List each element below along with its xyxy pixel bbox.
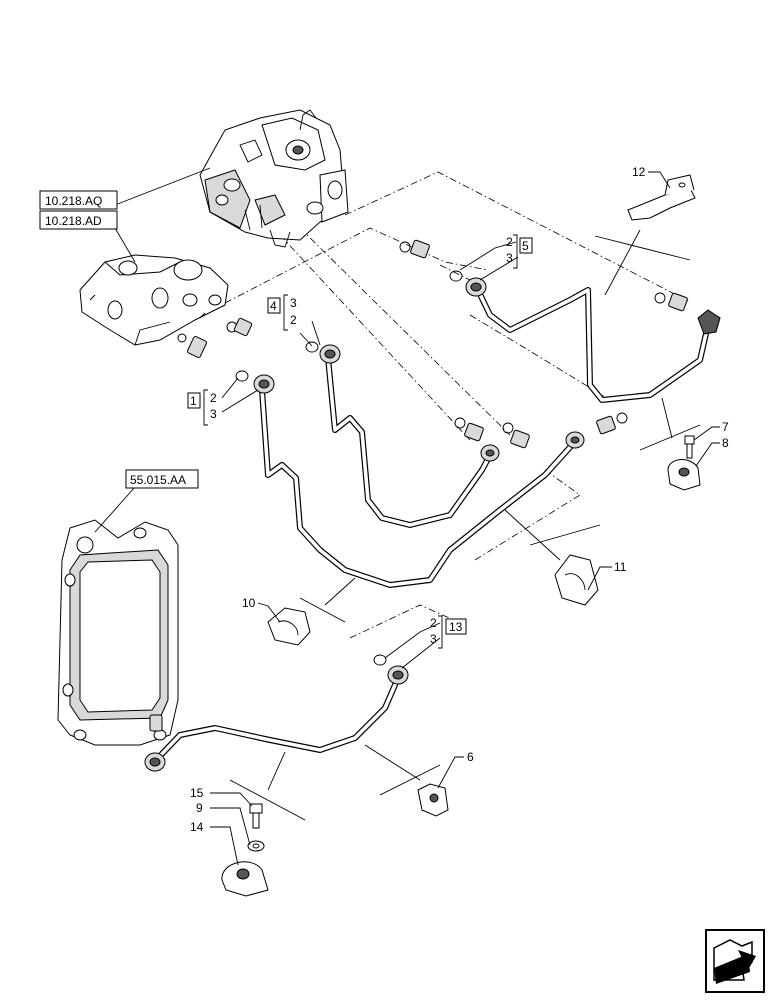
callout-1-item-3: 3 [210,407,217,421]
engine-control-unit [57,519,179,746]
reference-labels: 10.218.AQ 10.218.AD 55.015.AA [39,190,199,489]
clamps-and-hardware [221,174,701,897]
callout-9: 9 [196,801,203,815]
callout-5: 5 [522,239,529,253]
ref-10-218-ad: 10.218.AD [45,214,102,228]
callout-14: 14 [190,820,204,834]
ref-55-015-aa: 55.015.AA [130,473,186,487]
callout-13-item-3: 3 [430,632,437,646]
callout-4-item-3: 3 [290,296,297,310]
part-callouts: 1 2 3 4 3 2 2 3 5 2 3 13 6 7 8 9 10 11 1… [187,165,729,834]
callout-13: 13 [449,620,463,634]
callout-11: 11 [614,560,627,574]
callout-5-item-2: 2 [506,235,513,249]
callout-4: 4 [270,299,277,313]
callout-10: 10 [242,596,256,610]
callout-15: 15 [190,786,204,800]
callout-12: 12 [632,165,646,179]
callout-6: 6 [467,750,474,764]
tube-fittings [144,239,721,772]
ref-10-218-aq: 10.218.AQ [45,194,102,208]
callout-1-item-2: 2 [210,391,217,405]
next-page-arrow-icon[interactable] [705,929,765,993]
callout-13-item-2: 2 [430,616,437,630]
callout-1: 1 [190,394,197,408]
callout-7: 7 [722,420,729,434]
leader-lines [94,167,720,866]
fuel-lines [155,287,711,761]
callout-4-item-2: 2 [290,313,297,327]
section-marks [229,229,701,821]
pump-housing-bracket [79,254,253,358]
injection-pump [199,109,349,248]
callout-8: 8 [722,436,729,450]
callout-5-item-3: 3 [506,251,513,265]
assembly-lines [224,171,691,639]
